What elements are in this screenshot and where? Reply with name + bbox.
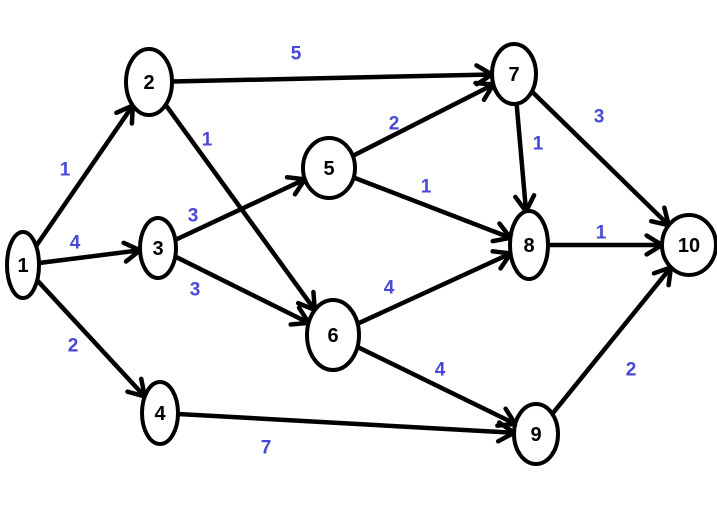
edge-line (550, 265, 674, 417)
node-3: 3 (138, 216, 178, 280)
node-circle (490, 42, 538, 106)
edge-2-to-7 (169, 63, 497, 87)
edge-1-to-4 (34, 278, 148, 400)
node-label: 2 (143, 72, 154, 94)
edge-weight-label: 1 (533, 134, 544, 155)
edge-9-to-10 (550, 263, 674, 417)
node-5: 5 (301, 136, 357, 200)
node-circle (138, 216, 178, 280)
node-4: 4 (140, 380, 180, 446)
node-label: 9 (530, 424, 541, 446)
edge-line (169, 72, 495, 84)
edge-line (351, 175, 513, 241)
node-circle (305, 298, 361, 372)
edge-weight-label: 1 (421, 177, 432, 198)
nodes-layer: 1 2 3 4 5 6 7 8 9 10 (5, 42, 717, 466)
node-label: 5 (323, 158, 334, 180)
node-9: 9 (512, 402, 560, 466)
edge-weight-label: 2 (389, 114, 400, 135)
node-6: 6 (305, 298, 361, 372)
node-circle (124, 47, 174, 117)
edge-5-to-8 (351, 175, 515, 244)
edge-line (36, 248, 143, 266)
node-circle (5, 230, 41, 300)
edge-line (33, 103, 136, 249)
node-7: 7 (490, 42, 538, 106)
edge-weight-label: 4 (435, 360, 446, 381)
node-8: 8 (508, 209, 550, 281)
node-1: 1 (5, 230, 41, 300)
edge-weight-label: 7 (261, 438, 272, 459)
edge-line (514, 101, 529, 214)
node-circle (660, 213, 717, 277)
node-label: 3 (152, 238, 163, 260)
edge-line (355, 251, 513, 326)
edge-line (172, 254, 311, 326)
edge-1-to-3 (36, 240, 145, 266)
edge-weight-label: 4 (70, 233, 81, 254)
edge-line (529, 89, 671, 228)
node-label: 4 (154, 403, 166, 425)
edge-line (34, 278, 148, 399)
edge-weight-label: 1 (596, 223, 607, 244)
edge-weight-label: 3 (190, 280, 201, 301)
edge-weight-label: 2 (68, 336, 79, 357)
edge-weight-label: 3 (188, 206, 199, 227)
node-circle (508, 209, 550, 281)
node-circle (512, 402, 560, 466)
node-label: 10 (678, 235, 700, 257)
edge-weight-label: 2 (626, 360, 637, 381)
edge-1-to-2 (33, 101, 136, 249)
edge-6-to-8 (355, 249, 515, 326)
edge-line (350, 82, 496, 159)
edge-weight-label: 5 (291, 44, 302, 65)
node-circle (301, 136, 357, 200)
node-2: 2 (124, 47, 174, 117)
edge-line (355, 344, 518, 427)
weights-layer: 1 4 2 5 1 3 3 7 2 1 4 4 1 3 1 2 (60, 44, 637, 459)
edge-weight-label: 1 (60, 160, 71, 181)
edge-5-to-7 (350, 80, 498, 159)
edge-weight-label: 4 (384, 278, 395, 299)
edge-4-to-9 (175, 411, 519, 444)
node-label: 8 (523, 235, 534, 257)
node-label: 7 (508, 64, 519, 86)
edge-weight-label: 3 (594, 107, 605, 128)
edge-weight-label: 1 (202, 130, 213, 151)
edges-layer (33, 63, 674, 444)
node-circle (140, 380, 180, 446)
edge-line (175, 411, 517, 436)
edge-7-to-8 (513, 101, 537, 216)
node-10: 10 (660, 213, 717, 277)
node-label: 1 (17, 255, 28, 277)
edge-line (173, 177, 308, 243)
node-label: 6 (327, 325, 338, 347)
